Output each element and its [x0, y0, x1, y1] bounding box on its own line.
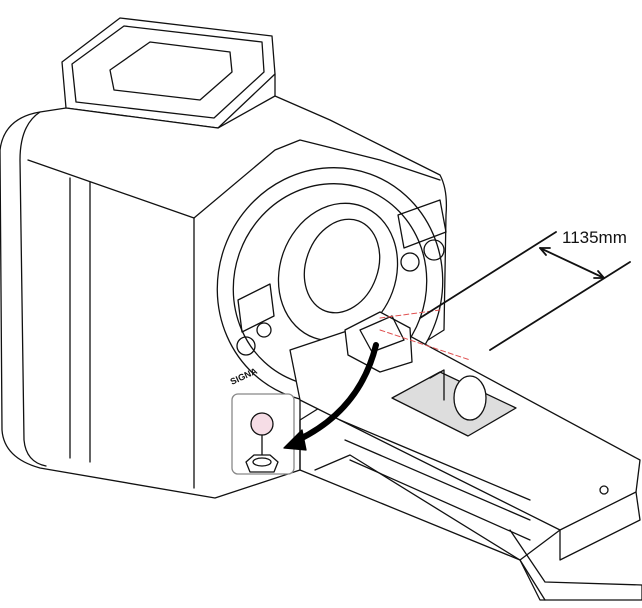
dimension-label: 1135mm [562, 228, 627, 247]
inset-callout [231, 393, 295, 475]
connector-nut-icon [245, 454, 279, 473]
control-panel-left [236, 283, 275, 356]
coil-connector [344, 311, 413, 373]
patient-table [289, 319, 642, 601]
control-panel-right [397, 199, 447, 272]
dimension-indicator [419, 231, 631, 351]
curved-arrow [283, 342, 379, 451]
indicator-light [250, 412, 274, 436]
head-coil [391, 369, 517, 437]
